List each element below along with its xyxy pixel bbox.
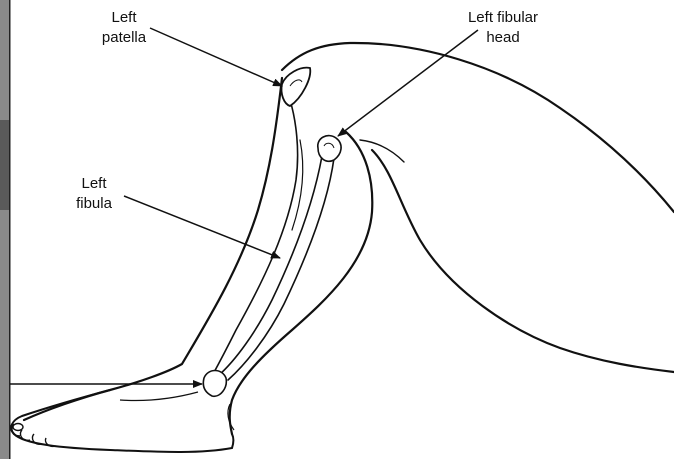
- fibula-arrow: [124, 196, 280, 258]
- knee-crease: [360, 140, 404, 162]
- left-fibula-label-line1: Left: [64, 174, 124, 194]
- tibia-bone: [212, 100, 298, 376]
- left-edge-shading: [0, 0, 11, 459]
- patella-arrow: [150, 28, 282, 86]
- shin-front-outline: [24, 78, 282, 420]
- left-fibula-label: Left fibula: [64, 174, 124, 214]
- foot-top: [11, 390, 110, 434]
- left-fibula-label-line2: fibula: [64, 194, 124, 214]
- fibular-head-shape: [318, 136, 341, 162]
- calf-outline: [230, 132, 373, 434]
- malleolus-shape: [203, 371, 226, 397]
- fibula-shaft-front: [218, 156, 322, 376]
- patella-shape: [281, 68, 310, 106]
- toes: [12, 424, 56, 447]
- instep-line: [120, 392, 198, 401]
- left-patella-label: Left patella: [94, 8, 154, 48]
- left-fibular-head-label-line2: head: [452, 28, 554, 48]
- thigh-underside: [372, 150, 674, 372]
- left-fibular-head-label-line1: Left fibular: [452, 8, 554, 28]
- left-patella-label-line1: Left: [94, 8, 154, 28]
- left-patella-label-line2: patella: [94, 28, 154, 48]
- thigh-outline: [282, 43, 674, 212]
- left-fibular-head-label: Left fibular head: [452, 8, 554, 48]
